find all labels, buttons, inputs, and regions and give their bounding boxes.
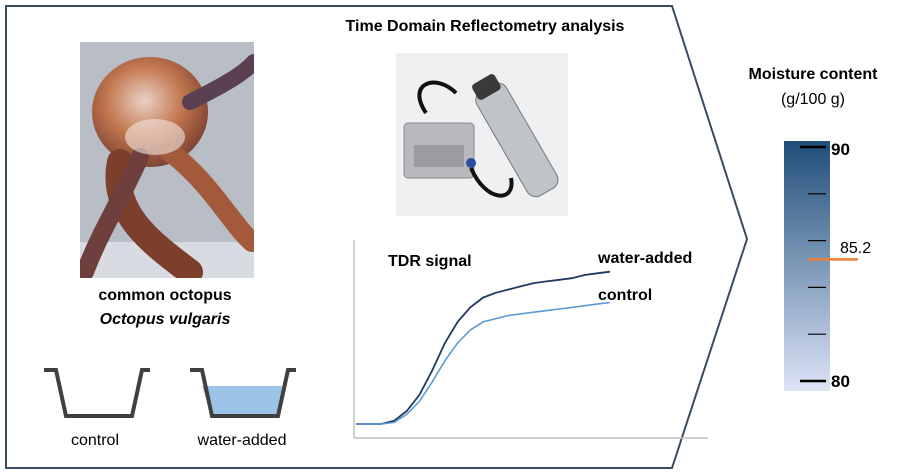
container-control-label: control [70,432,120,449]
page-title: Time Domain Reflectometry analysis [345,18,625,35]
moisture-unit: (g/100 g) [780,91,846,108]
moisture-min-label: 80 [831,372,850,391]
series-label-water-added: water-added [598,250,693,267]
series-line-control [356,301,611,425]
specimen-common-name: common octopus [98,287,232,304]
tdr-chart [353,240,708,439]
octopus-photo [80,42,254,278]
moisture-max-label: 90 [831,140,850,159]
series-label-control: control [598,287,653,304]
moisture-gradient-bar [784,141,830,391]
specimen-scientific-name: Octopus vulgaris [99,311,231,328]
moisture-title: Moisture content [748,66,878,83]
moisture-scale [784,141,858,391]
series-line-water-added [356,270,611,425]
container-control-icon [44,368,150,418]
container-water-added-icon [190,368,296,418]
chart-title: TDR signal [388,253,472,270]
moisture-value-label: 85.2 [840,240,872,258]
container-water-added-label: water-added [197,432,287,449]
tdr-device-photo [396,53,568,216]
